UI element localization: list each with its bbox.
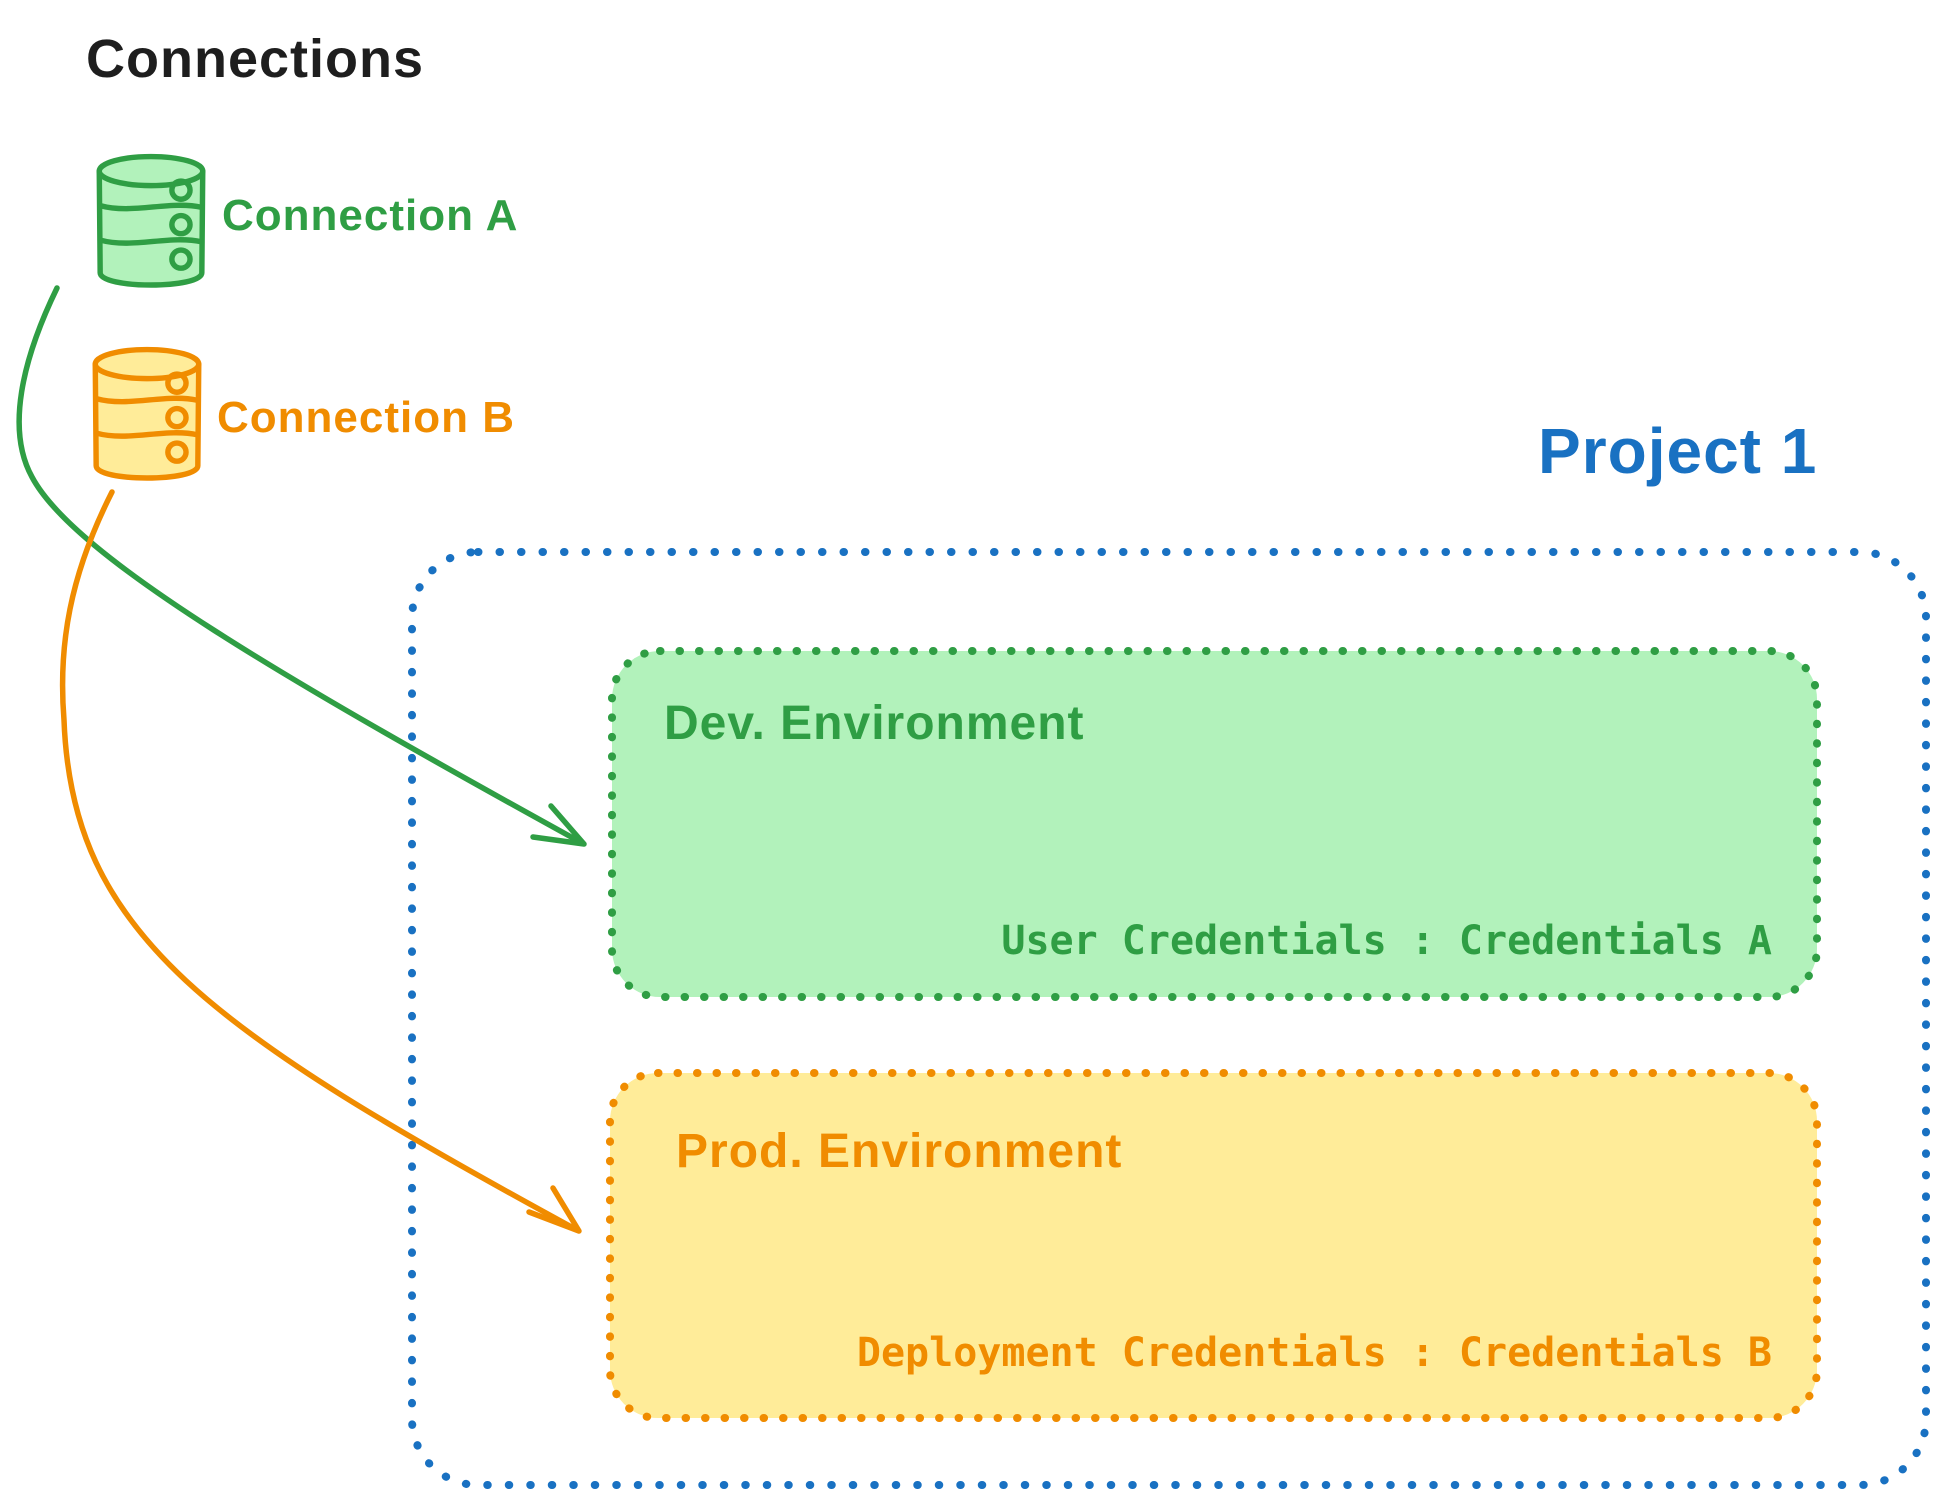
connection-a-database-icon xyxy=(96,153,206,288)
connection-b-arrow-line xyxy=(59,489,580,1233)
dev-environment-label: Dev. Environment xyxy=(664,697,1085,750)
connection-b-label: Connection B xyxy=(217,393,515,442)
connection-a-arrowhead-icon xyxy=(530,803,587,847)
prod-environment-label: Prod. Environment xyxy=(676,1125,1123,1178)
connection-a-label: Connection A xyxy=(222,191,519,240)
connection-b-arrowhead-icon xyxy=(526,1185,582,1234)
prod-environment-credentials: Deployment Credentials : Credentials B xyxy=(856,1330,1772,1376)
project-1-label: Project 1 xyxy=(1538,415,1818,487)
dev-environment-credentials: User Credentials : Credentials A xyxy=(1001,918,1772,964)
connections-title: Connections xyxy=(86,29,425,89)
connection-b-arrow xyxy=(59,489,582,1234)
connection-b-database-icon xyxy=(92,346,202,481)
